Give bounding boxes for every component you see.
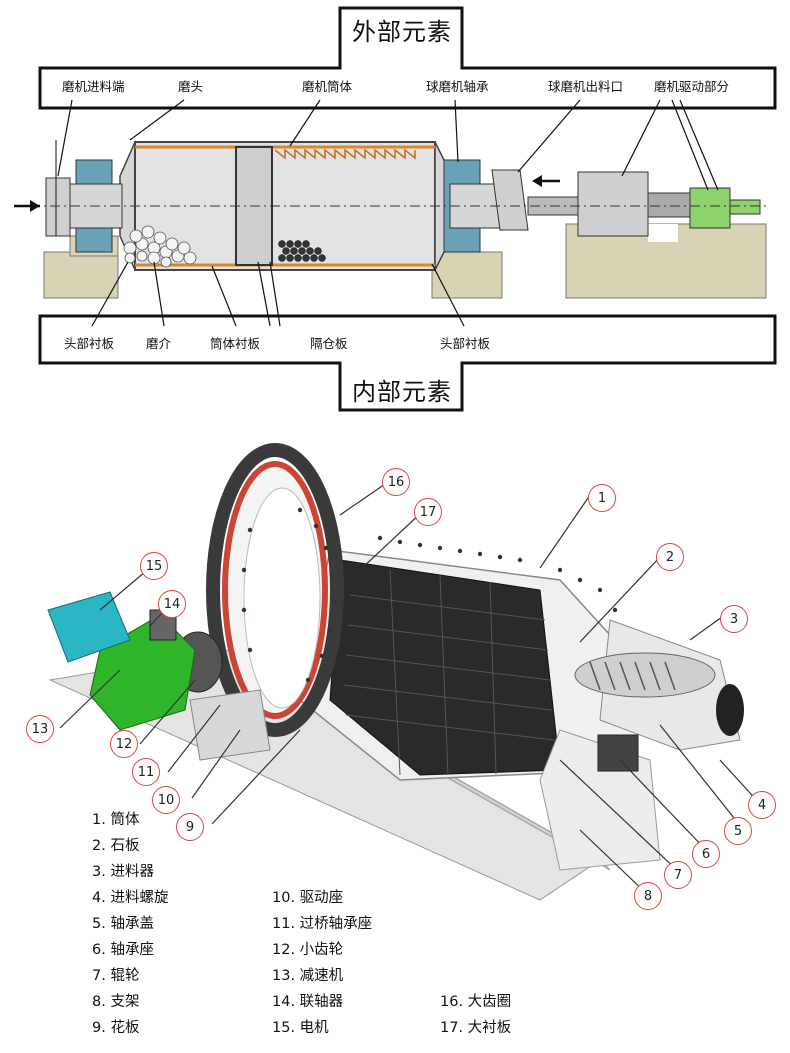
motor: [47, 591, 131, 663]
legend-item: 1. 筒体: [92, 812, 140, 828]
top-diagram: 外部元素 内部元素 磨机进料端 磨头 磨机筒体 球磨机轴承 球磨机出料口 磨机驱…: [0, 0, 790, 420]
callout-8: 8: [634, 882, 662, 910]
discharge-outlet: [491, 169, 529, 231]
callout-11: 11: [132, 758, 160, 786]
callout-3: 3: [720, 605, 748, 633]
label-partition-plate: 隔仓板: [310, 336, 348, 351]
callout-17: 17: [414, 498, 442, 526]
liner-grid: [343, 569, 555, 776]
callout-leader-lines: [59, 481, 761, 896]
callout-10: 10: [152, 786, 180, 814]
callout-7: 7: [664, 861, 692, 889]
legend-item: 14. 联轴器: [272, 994, 344, 1010]
legend-item: 4. 进料螺旋: [92, 890, 169, 906]
legend-item: 11. 过桥轴承座: [272, 916, 373, 932]
motor-shaft: [729, 199, 761, 215]
callout-6: 6: [692, 840, 720, 868]
callout-12: 12: [110, 730, 138, 758]
label-mill-head: 磨头: [178, 79, 204, 94]
girth-gear: [206, 443, 344, 737]
grinding-balls-left: [123, 225, 197, 268]
label-ball-mill-bearing: 球磨机轴承: [426, 79, 489, 94]
callout-4: 4: [748, 791, 776, 819]
legend-item: 6. 轴承座: [92, 942, 154, 958]
drive-foundation-notch: [648, 224, 678, 242]
shell-liner-teeth: [274, 148, 416, 160]
gearbox: [577, 171, 649, 237]
bottom-leader-lines: [91, 261, 465, 327]
callout-15: 15: [140, 552, 168, 580]
callout-13: 13: [26, 715, 54, 743]
left-foundation: [43, 251, 119, 299]
legend-item: 16. 大齿圈: [440, 994, 512, 1010]
feed-screw: [574, 652, 716, 698]
external-elements-title: 外部元素: [352, 18, 452, 46]
legend-item: 15. 电机: [272, 1020, 329, 1036]
feed-inlet: [45, 177, 71, 237]
label-head-liner-right: 头部衬板: [440, 336, 491, 351]
label-shell-liner: 筒体衬板: [210, 336, 261, 351]
legend-item: 5. 轴承盖: [92, 916, 154, 932]
grinding-balls-right: [278, 240, 326, 262]
legend-item: 10. 驱动座: [272, 890, 344, 906]
top-diagram-frame: [14, 6, 777, 412]
ball-mill-illustration: [47, 443, 761, 901]
bottom-diagram: 1 2 3 4 5 6 7 8 9 10 11 12 13 14 15 16 1…: [0, 430, 790, 1053]
callout-1: 1: [588, 484, 616, 512]
internal-elements-title: 内部元素: [352, 378, 452, 406]
label-discharge-outlet: 球磨机出料口: [548, 79, 624, 94]
legend-item: 13. 减速机: [272, 968, 344, 984]
bearing-block: [597, 734, 639, 772]
legend-item: 7. 辊轮: [92, 968, 140, 984]
label-feed-end: 磨机进料端: [62, 79, 125, 94]
drive-bearing-seat: [189, 689, 271, 761]
label-drive-section: 磨机驱动部分: [654, 79, 730, 94]
drive-motor: [689, 187, 731, 229]
label-head-liner-left: 头部衬板: [64, 336, 115, 351]
legend-item: 3. 进料器: [92, 864, 154, 880]
label-grinding-media: 磨介: [146, 336, 172, 351]
callout-14: 14: [158, 590, 186, 618]
legend-item: 12. 小齿轮: [272, 942, 344, 958]
right-foundation: [431, 251, 503, 299]
top-leader-lines: [57, 99, 719, 191]
callout-9: 9: [176, 813, 204, 841]
legend-item: 8. 支架: [92, 994, 140, 1010]
legend-item: 17. 大衬板: [440, 1020, 512, 1036]
callout-2: 2: [656, 543, 684, 571]
callout-16: 16: [382, 468, 410, 496]
coupling: [647, 192, 691, 218]
external-frame: [38, 6, 777, 110]
legend-item: 2. 石板: [92, 838, 140, 854]
internal-frame: [38, 314, 777, 412]
label-mill-shell: 磨机筒体: [302, 79, 353, 94]
callout-5: 5: [724, 817, 752, 845]
legend-item: 9. 花板: [92, 1020, 140, 1036]
